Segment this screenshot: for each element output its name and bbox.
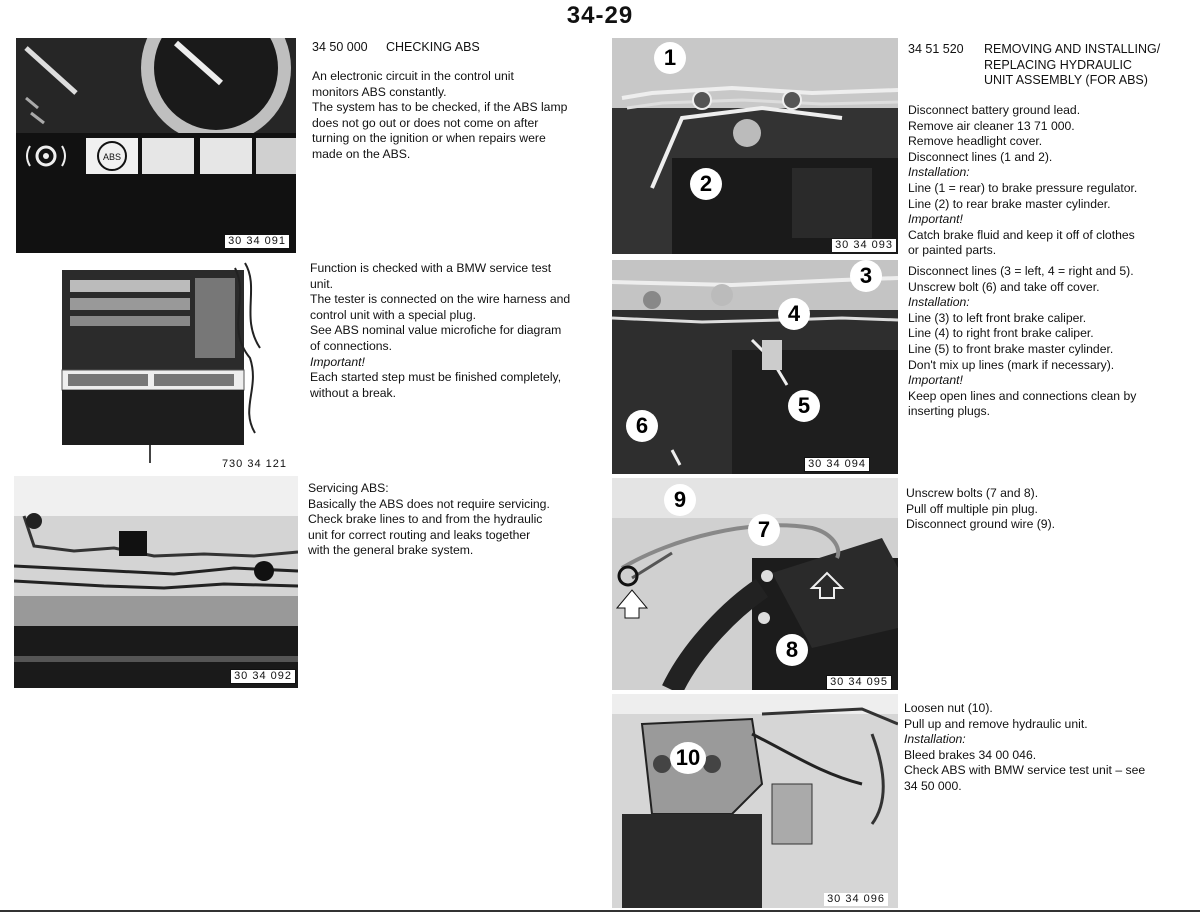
- figure-lines-1-2-photo: 1 2 30 34 093: [612, 38, 898, 254]
- step-nut-10-text: Loosen nut (10). Pull up and remove hydr…: [904, 701, 1198, 795]
- text-line: The tester is connected on the wire harn…: [310, 292, 571, 307]
- abs-lamp-label: ABS: [103, 152, 121, 162]
- text-line: monitors ABS constantly.: [312, 84, 447, 99]
- figure-ref-30-34-094: 30 34 094: [804, 457, 870, 472]
- text-line: Loosen nut (10).: [904, 701, 993, 715]
- text-line: or painted parts.: [908, 243, 997, 258]
- section-number: 34 51 520: [908, 42, 964, 56]
- figure-ref-730-34-121: 730 34 121: [221, 458, 287, 470]
- figure-bolts-7-8-photo: 9 7 8 30 34 095: [612, 478, 898, 690]
- text-line: Remove headlight cover.: [908, 134, 1043, 149]
- lines-3-6-illustration: [612, 260, 898, 474]
- page-number: 34-29: [566, 2, 634, 29]
- step-lines-3-6-text: Disconnect lines (3 = left, 4 = right an…: [908, 264, 1198, 420]
- callout-10: 10: [670, 742, 706, 774]
- text-line: Remove air cleaner 13 71 000.: [908, 118, 1075, 133]
- text-line: Line (2) to rear brake master cylinder.: [908, 196, 1111, 211]
- text-line: without a break.: [310, 385, 397, 400]
- step-lines-1-2-text: Disconnect battery ground lead. Remove a…: [908, 103, 1198, 259]
- brake-lines-illustration: [14, 476, 298, 688]
- text-line: unit for correct routing and leaks toget…: [308, 527, 531, 542]
- text-line: Unscrew bolt (6) and take off cover.: [908, 279, 1100, 294]
- step-bolts-7-8-text: Unscrew bolts (7 and 8). Pull off multip…: [906, 486, 1198, 533]
- text-line: Line (4) to right front brake caliper.: [908, 326, 1094, 341]
- section-title-line: UNIT ASSEMBLY (FOR ABS): [984, 73, 1148, 87]
- figure-ref-30-34-092: 30 34 092: [230, 669, 296, 684]
- text-line: Keep open lines and connections clean by: [908, 388, 1137, 403]
- text-line: See ABS nominal value microfiche for dia…: [310, 323, 562, 338]
- lines-1-2-illustration: [612, 38, 898, 254]
- text-line: made on the ABS.: [312, 146, 411, 161]
- text-line: unit.: [310, 276, 334, 291]
- callout-4: 4: [778, 298, 810, 330]
- text-line: Servicing ABS:: [308, 481, 389, 495]
- figure-nut-10-photo: 10 30 34 096: [612, 694, 898, 908]
- callout-6: 6: [626, 410, 658, 442]
- text-line: Line (1 = rear) to brake pressure regula…: [908, 180, 1138, 195]
- figure-ref-30-34-095: 30 34 095: [826, 675, 892, 690]
- section-title: CHECKING ABS: [386, 40, 480, 54]
- figure-ref-30-34-093: 30 34 093: [832, 239, 896, 252]
- section-title-line: REPLACING HYDRAULIC: [984, 57, 1132, 72]
- page-bottom-rule: [0, 910, 1200, 912]
- installation-label: Installation:: [908, 295, 970, 310]
- installation-label: Installation:: [908, 165, 970, 180]
- installation-label: Installation:: [904, 732, 966, 747]
- text-line: of connections.: [310, 338, 392, 353]
- callout-1: 1: [654, 42, 686, 74]
- text-line: control unit with a special plug.: [310, 307, 476, 322]
- callout-2: 2: [690, 168, 722, 200]
- text-line: Catch brake fluid and keep it off of clo…: [908, 227, 1135, 242]
- callout-8: 8: [776, 634, 808, 666]
- text-line: Disconnect ground wire (9).: [906, 517, 1056, 532]
- servicing-abs-text: Servicing ABS: Basically the ABS does no…: [308, 481, 602, 559]
- callout-3: 3: [850, 260, 882, 292]
- text-line: Don't mix up lines (mark if necessary).: [908, 357, 1115, 372]
- text-line: Pull up and remove hydraulic unit.: [904, 716, 1088, 731]
- text-line: 34 50 000.: [904, 778, 962, 793]
- figure-ref-30-34-096: 30 34 096: [824, 893, 888, 906]
- section-heading-left: 34 50 000 CHECKING ABS: [312, 40, 602, 56]
- checking-abs-intro: An electronic circuit in the control uni…: [312, 69, 602, 163]
- text-line: Disconnect lines (3 = left, 4 = right an…: [908, 264, 1134, 278]
- important-label: Important!: [908, 212, 963, 227]
- callout-7: 7: [748, 514, 780, 546]
- section-number: 34 50 000: [312, 40, 368, 54]
- figure-lines-3-6-photo: 3 4 5 6 30 34 094: [612, 260, 898, 474]
- text-line: Line (5) to front brake master cylinder.: [908, 341, 1114, 356]
- text-line: inserting plugs.: [908, 404, 990, 419]
- figure-brake-lines-photo: 30 34 092: [14, 476, 298, 688]
- text-line: Line (3) to left front brake caliper.: [908, 310, 1087, 325]
- text-line: Pull off multiple pin plug.: [906, 501, 1038, 516]
- bolts-7-8-illustration: [612, 478, 898, 690]
- important-label: Important!: [310, 354, 365, 369]
- function-check-text: Function is checked with a BMW service t…: [310, 261, 602, 401]
- text-line: An electronic circuit in the control uni…: [312, 69, 514, 83]
- text-line: Each started step must be finished compl…: [310, 370, 562, 385]
- text-line: The system has to be checked, if the ABS…: [312, 100, 568, 115]
- section-heading-right: 34 51 520 REMOVING AND INSTALLING/ REPLA…: [908, 42, 1198, 89]
- text-line: Disconnect battery ground lead.: [908, 103, 1081, 117]
- section-title: REMOVING AND INSTALLING/ REPLACING HYDRA…: [984, 42, 1160, 89]
- text-line: Disconnect lines (1 and 2).: [908, 149, 1053, 164]
- text-line: Bleed brakes 34 00 046.: [904, 747, 1037, 762]
- figure-abs-lamp-photo: ABS 30 34 091: [16, 38, 296, 253]
- text-line: Unscrew bolts (7 and 8).: [906, 486, 1039, 500]
- text-line: Check brake lines to and from the hydrau…: [308, 512, 543, 527]
- service-tester-illustration: [61, 262, 261, 463]
- important-label: Important!: [908, 373, 963, 388]
- figure-ref-30-34-091: 30 34 091: [224, 234, 290, 249]
- section-title-line: REMOVING AND INSTALLING/: [984, 42, 1161, 56]
- text-line: Function is checked with a BMW service t…: [310, 261, 552, 275]
- callout-9: 9: [664, 484, 696, 516]
- text-line: Basically the ABS does not require servi…: [308, 496, 550, 511]
- text-line: Check ABS with BMW service test unit – s…: [904, 763, 1146, 778]
- text-line: does not go out or does not come on afte…: [312, 115, 539, 130]
- text-line: turning on the ignition or when repairs …: [312, 131, 546, 146]
- nut-10-illustration: [612, 694, 898, 908]
- instrument-cluster-illustration: ABS: [16, 38, 296, 253]
- callout-5: 5: [788, 390, 820, 422]
- figure-service-tester-photo: 730 34 121: [40, 258, 296, 473]
- text-line: with the general brake system.: [308, 543, 474, 558]
